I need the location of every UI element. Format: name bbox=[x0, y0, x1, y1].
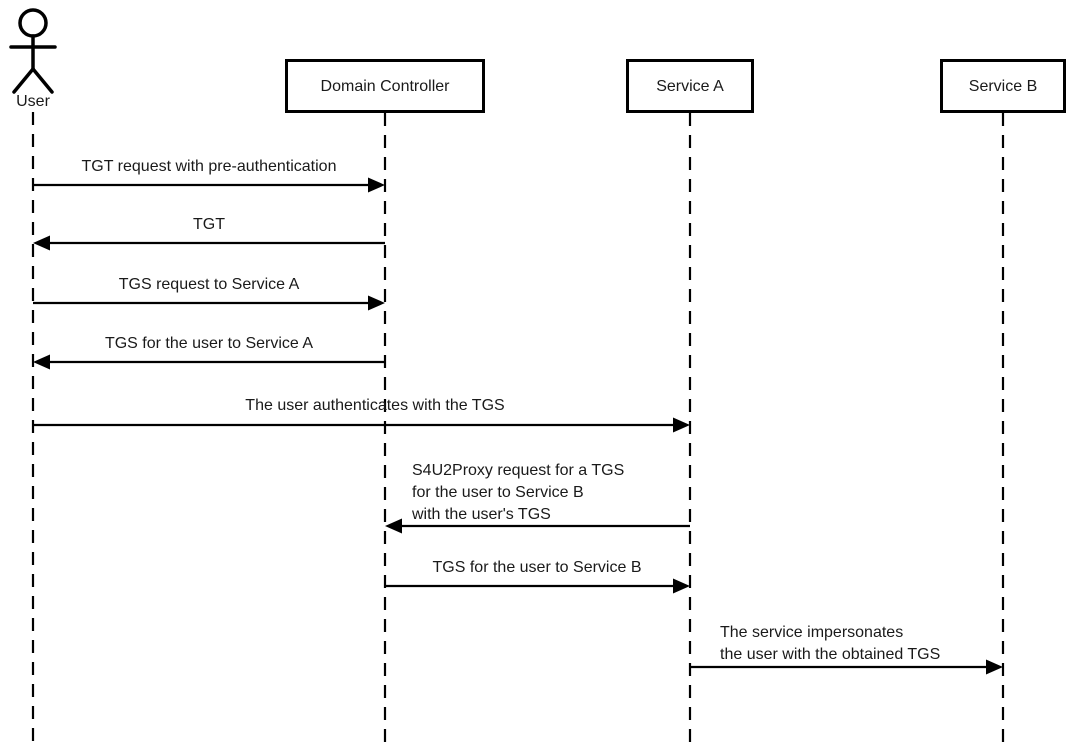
participant-box-domain-controller bbox=[285, 59, 485, 113]
message-label: S4U2Proxy request for a TGS bbox=[412, 462, 624, 479]
message-label: the user with the obtained TGS bbox=[720, 646, 940, 663]
message-msg-user-authenticates[interactable]: The user authenticates with the TGS bbox=[33, 397, 690, 433]
message-label: TGT request with pre-authentication bbox=[82, 158, 337, 175]
actor-left-leg-icon bbox=[12, 67, 35, 94]
message-label: TGT bbox=[193, 216, 225, 233]
message-label: TGS for the user to Service B bbox=[433, 559, 642, 576]
message-arrowhead-icon bbox=[673, 417, 690, 433]
participants-layer: User Domain Controller Service A Service B bbox=[9, 8, 1066, 113]
message-msg-tgt[interactable]: TGT bbox=[33, 216, 385, 251]
participant-label-domain-controller: Domain Controller bbox=[321, 78, 451, 95]
participant-domain-controller[interactable]: Domain Controller bbox=[285, 59, 485, 113]
message-arrowhead-icon bbox=[385, 518, 402, 534]
message-msg-s4u2proxy-request[interactable]: S4U2Proxy request for a TGS for the user … bbox=[385, 462, 690, 534]
message-label: TGS for the user to Service A bbox=[105, 335, 313, 352]
message-arrowhead-icon bbox=[673, 578, 690, 594]
lifelines-layer bbox=[31, 112, 1005, 743]
message-msg-tgs-request-service-a[interactable]: TGS request to Service A bbox=[33, 276, 385, 311]
participant-service-b[interactable]: Service B bbox=[940, 59, 1066, 113]
message-msg-service-impersonates[interactable]: The service impersonates the user with th… bbox=[690, 624, 1003, 675]
message-arrowhead-icon bbox=[33, 235, 50, 251]
participant-user[interactable]: User bbox=[9, 8, 57, 110]
participant-label-user: User bbox=[16, 93, 50, 110]
message-msg-tgs-for-user-to-service-a[interactable]: TGS for the user to Service A bbox=[33, 335, 385, 370]
actor-head-icon bbox=[18, 8, 48, 38]
participant-label-service-b: Service B bbox=[969, 78, 1037, 95]
message-msg-tgt-request[interactable]: TGT request with pre-authentication bbox=[33, 158, 385, 193]
message-arrowhead-icon bbox=[33, 354, 50, 370]
participant-box-service-a bbox=[626, 59, 754, 113]
message-label: TGS request to Service A bbox=[119, 276, 300, 293]
participant-label-service-a: Service A bbox=[656, 78, 724, 95]
participant-box-service-b bbox=[940, 59, 1066, 113]
message-arrowhead-icon bbox=[986, 659, 1003, 675]
message-arrowhead-icon bbox=[368, 295, 385, 311]
message-msg-tgs-for-user-to-service-b[interactable]: TGS for the user to Service B bbox=[385, 559, 690, 594]
message-arrowhead-icon bbox=[368, 177, 385, 193]
actor-right-leg-icon bbox=[31, 67, 54, 94]
message-label: for the user to Service B bbox=[412, 484, 584, 501]
participant-service-a[interactable]: Service A bbox=[626, 59, 754, 113]
message-label: with the user's TGS bbox=[411, 506, 551, 523]
message-label: The service impersonates bbox=[720, 624, 903, 641]
message-label: The user authenticates with the TGS bbox=[245, 397, 504, 414]
